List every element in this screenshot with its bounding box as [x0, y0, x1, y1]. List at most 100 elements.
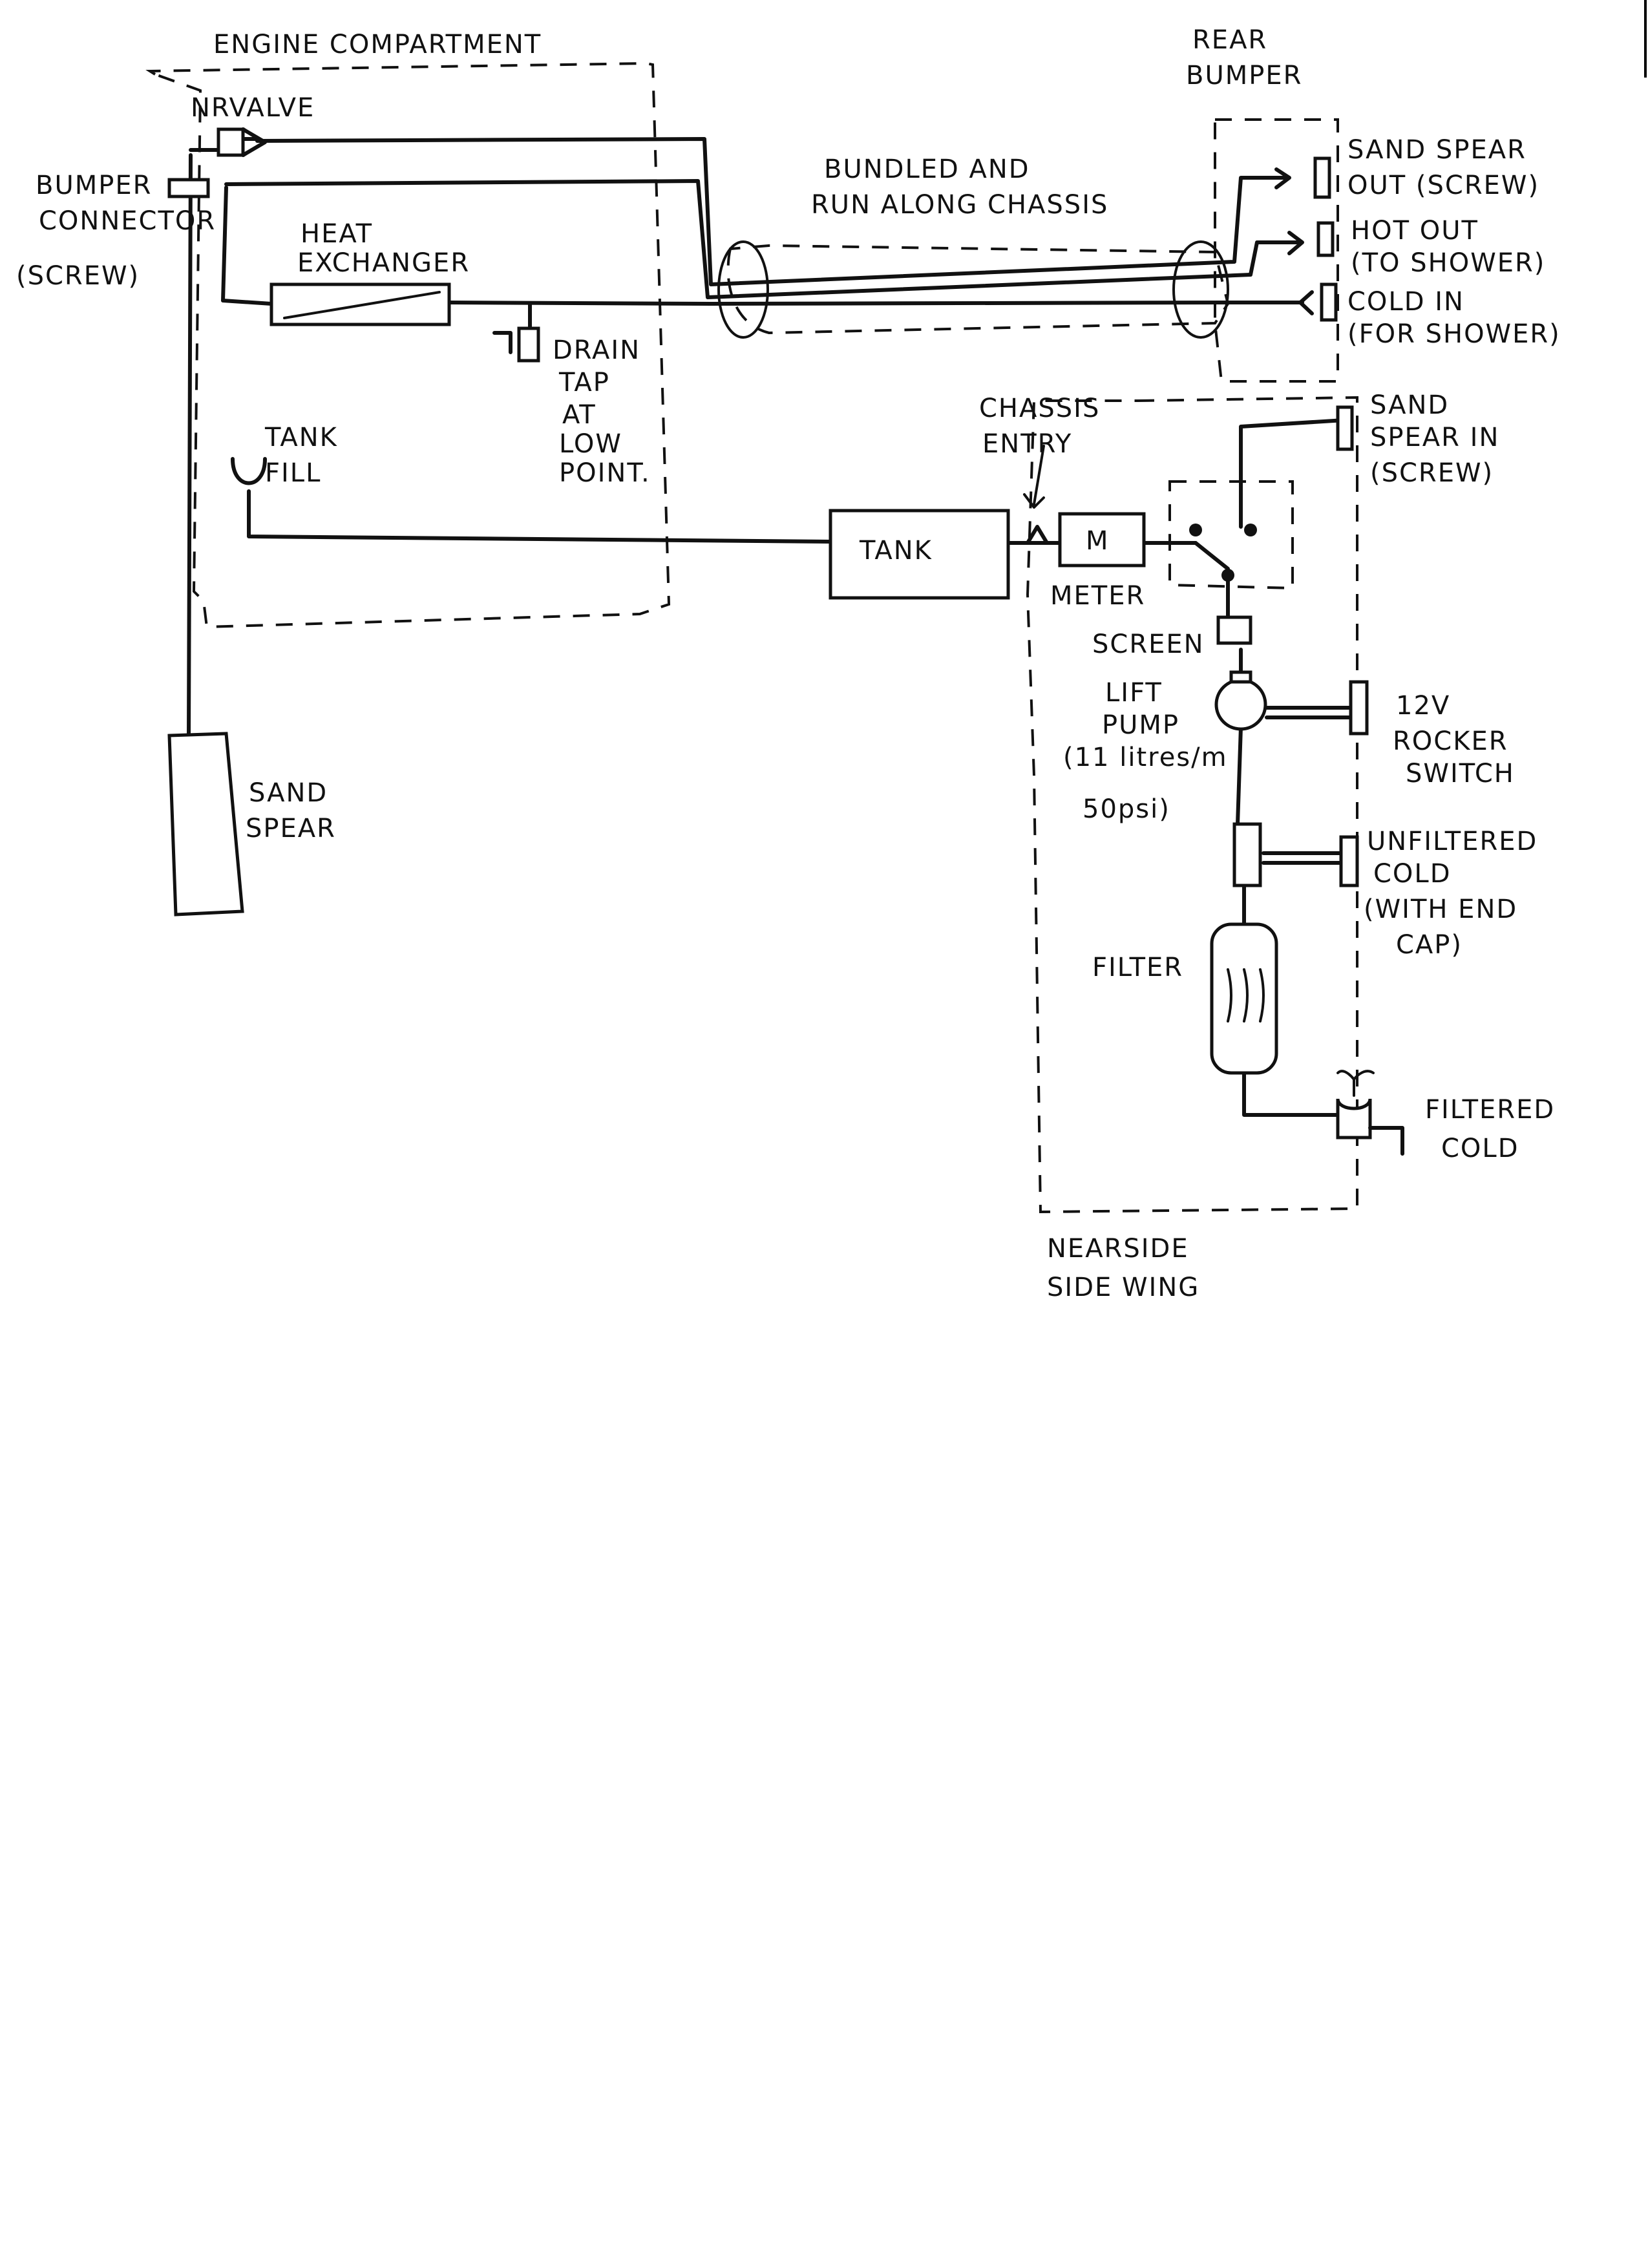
label-cold-in-1: COLD IN [1347, 287, 1464, 317]
pump-switch-wire [1265, 706, 1353, 719]
label-drain-1: DRAIN [553, 335, 640, 365]
label-engine-compartment: ENGINE COMPARTMENT [213, 30, 542, 59]
label-heat-exchanger-2: EXCHANGER [297, 248, 470, 278]
label-sand-spear-1: SAND [249, 778, 328, 808]
heat-exchanger-coil [283, 291, 441, 319]
label-bundled-1: BUNDLED AND [824, 154, 1030, 184]
label-bumper-connector-3: (SCREW) [16, 261, 140, 291]
arrow-hot-out [1287, 231, 1304, 255]
filtered-tap-spout [1368, 1126, 1404, 1156]
label-drain-4: LOW [559, 429, 622, 459]
valve-lever [1194, 541, 1230, 571]
valve-port-left [1189, 524, 1202, 536]
chassis-entry-fitting [1026, 525, 1049, 545]
label-lift-pump-3: (11 litres/m [1063, 743, 1228, 772]
bumper-connector [167, 178, 210, 198]
label-rocker-2: ROCKER [1393, 726, 1508, 756]
pipe-cold-in [221, 299, 1304, 306]
label-lift-pump-2: PUMP [1102, 710, 1179, 740]
label-drain-2: TAP [558, 368, 610, 397]
label-bumper-connector-2: CONNECTOR [39, 206, 216, 236]
pipe-vertical-chain [1226, 573, 1340, 1117]
bundle-marker-right [1172, 240, 1229, 339]
pipe-unfiltered-branch [1262, 851, 1343, 865]
label-filtered-2: COLD [1441, 1134, 1519, 1163]
pipe-nr-to-sand-spear-out [255, 137, 1288, 286]
label-rocker-3: SWITCH [1406, 759, 1515, 789]
pipe-hot-out [224, 179, 1301, 299]
label-unfiltered-1: UNFILTERED [1367, 827, 1537, 856]
label-sand-spear-out-2: OUT (SCREW) [1347, 171, 1539, 200]
cold-in-outlet [1320, 282, 1338, 322]
label-unfiltered-4: CAP) [1396, 930, 1463, 960]
drain-tap [517, 326, 540, 363]
label-hot-out-1: HOT OUT [1351, 216, 1479, 246]
label-nearside-2: SIDE WING [1047, 1273, 1199, 1302]
label-rocker-1: 12V [1396, 691, 1450, 721]
engine-compartment-region [145, 61, 671, 629]
hot-out-outlet [1316, 221, 1335, 257]
label-heat-exchanger-1: HEAT [301, 219, 373, 249]
rear-bumper-region [1214, 118, 1339, 383]
meter [1058, 512, 1146, 567]
filtered-tap-handle [1336, 1070, 1375, 1097]
label-unfiltered-3: (WITH END [1364, 895, 1517, 924]
label-hot-out-2: (TO SHOWER) [1351, 248, 1545, 278]
filtered-tap [1336, 1098, 1372, 1139]
filter-element [1227, 968, 1265, 1023]
valve-port-bottom [1221, 569, 1234, 582]
label-nr-valve: NRVALVE [191, 93, 315, 123]
label-chassis-entry-1: CHASSIS [979, 394, 1100, 423]
label-sand-spear-in-2: SPEAR IN [1370, 423, 1499, 452]
sand-spear [167, 732, 244, 917]
label-screen: SCREEN [1092, 630, 1205, 659]
label-drain-5: POINT. [559, 458, 651, 488]
pipe-to-sand-spear-in [1239, 418, 1346, 529]
label-rear-bumper-1: REAR [1192, 25, 1267, 55]
valve-region [1168, 480, 1294, 590]
sand-spear-in-outlet [1336, 405, 1354, 451]
arrow-cold-in [1298, 290, 1314, 315]
label-meter: METER [1050, 581, 1145, 611]
tank [829, 509, 1010, 600]
nr-valve-body [217, 127, 245, 157]
tank-fill-funnel [231, 457, 267, 485]
label-sand-spear-in-1: SAND [1370, 390, 1449, 420]
label-meter-symbol: M [1086, 526, 1110, 556]
label-bundled-2: RUN ALONG CHASSIS [811, 190, 1108, 220]
label-tank-fill-1: TANK [264, 423, 338, 452]
label-filtered-1: FILTERED [1425, 1095, 1555, 1125]
label-lift-pump-1: LIFT [1105, 678, 1163, 708]
label-lift-pump-4: 50psi) [1083, 794, 1170, 824]
label-bumper-connector-1: BUMPER [36, 171, 152, 200]
filter [1210, 922, 1278, 1075]
bundle-marker-left [717, 240, 769, 339]
rocker-switch [1349, 680, 1369, 736]
label-rear-bumper-2: BUMPER [1186, 61, 1302, 90]
lift-pump [1214, 678, 1267, 731]
label-drain-3: AT [562, 400, 597, 430]
label-filter: FILTER [1092, 953, 1183, 982]
tee-fitting [1232, 822, 1262, 887]
label-unfiltered-2: COLD [1373, 859, 1452, 889]
label-sand-spear-out-1: SAND SPEAR [1347, 135, 1527, 165]
chassis-entry-arrow [1023, 445, 1045, 509]
drain-tap-handle [492, 331, 512, 354]
label-sand-spear-2: SPEAR [246, 814, 336, 843]
nearside-wing-region [1026, 396, 1358, 1214]
pipe-heat-exchanger-feed [221, 185, 228, 302]
lift-pump-inlet [1229, 670, 1252, 684]
pipe-tank-fill [247, 489, 832, 544]
arrow-sand-spear-out [1274, 167, 1291, 189]
unfiltered-outlet [1339, 835, 1359, 887]
label-cold-in-2: (FOR SHOWER) [1347, 319, 1561, 349]
nr-valve-arrow [241, 127, 267, 157]
label-sand-spear-in-3: (SCREW) [1370, 458, 1494, 488]
sand-spear-out-outlet [1313, 156, 1331, 199]
label-nearside-1: NEARSIDE [1047, 1234, 1189, 1264]
screen-fitting [1216, 615, 1252, 645]
label-tank-fill-2: FILL [265, 458, 321, 488]
bundle-region [726, 244, 1230, 335]
label-tank: TANK [859, 536, 933, 566]
